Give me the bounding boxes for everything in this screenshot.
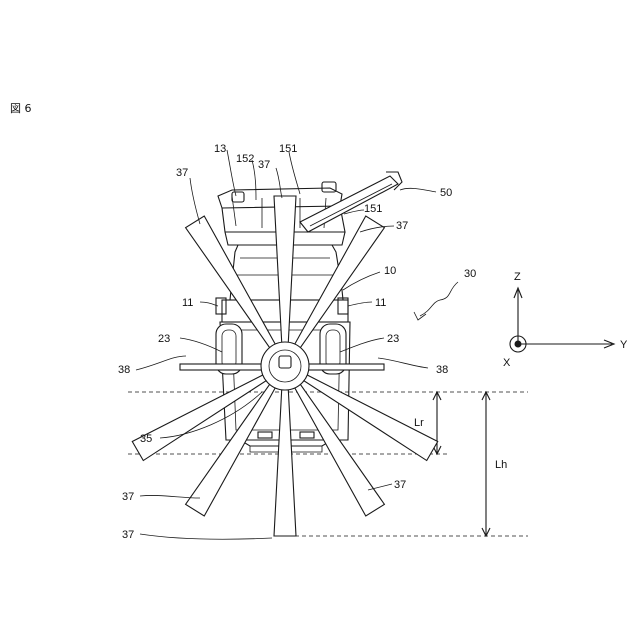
ref-11-right: 11 xyxy=(375,297,386,309)
ref-23-left: 23 xyxy=(158,333,170,345)
ref-11-left: 11 xyxy=(182,297,193,309)
assembly-leader-30 xyxy=(420,282,458,316)
coordinate-axes xyxy=(510,288,614,352)
x-axis-label: X xyxy=(503,357,511,369)
ref-37-lower-right: 37 xyxy=(394,479,406,491)
ref-151-top: 151 xyxy=(279,143,297,155)
ref-151-right: 151 xyxy=(364,203,382,215)
ref-37-upper-left: 37 xyxy=(176,167,188,179)
lh-label: Lh xyxy=(495,459,507,471)
ref-13: 13 xyxy=(214,143,226,155)
z-axis-label: Z xyxy=(514,271,521,283)
y-axis-label: Y xyxy=(620,339,628,351)
figure-label: 図 6 xyxy=(10,102,32,115)
ref-35: 35 xyxy=(140,433,152,445)
ref-38-left: 38 xyxy=(118,364,130,376)
ref-23-right: 23 xyxy=(387,333,399,345)
ref-37-bottom: 37 xyxy=(122,529,134,541)
blade-37-1 xyxy=(274,196,296,348)
ref-37-top: 37 xyxy=(258,159,270,171)
ref-38-right: 38 xyxy=(436,364,448,376)
ref-152: 152 xyxy=(236,153,254,165)
blade-hub-35 xyxy=(261,342,309,390)
ref-10: 10 xyxy=(384,265,396,277)
handle-50 xyxy=(300,172,402,232)
ref-50: 50 xyxy=(440,187,452,199)
ref-37-lower-left: 37 xyxy=(122,491,134,503)
ref-30: 30 xyxy=(464,268,476,280)
blade-37-4 xyxy=(274,384,296,536)
ref-37-upper-right: 37 xyxy=(396,220,408,232)
lr-label: Lr xyxy=(414,417,424,429)
